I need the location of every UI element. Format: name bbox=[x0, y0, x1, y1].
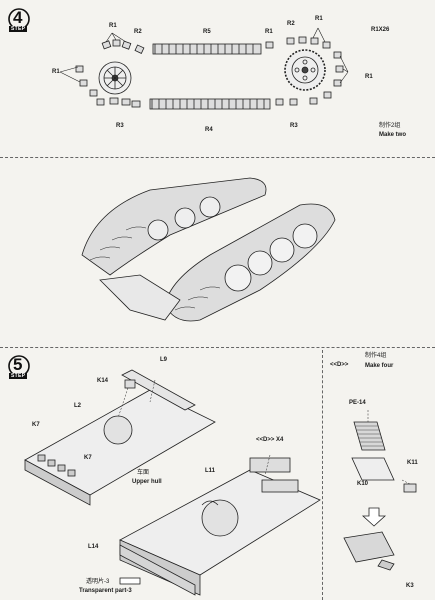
label-pe14: PE-14 bbox=[349, 400, 366, 406]
step-4-word: STEP bbox=[9, 26, 28, 32]
part-l9 bbox=[121, 369, 196, 411]
subassembly-d-diagram bbox=[343, 410, 417, 571]
label-r4: R4 bbox=[205, 127, 213, 133]
step-5-hull-diagram bbox=[24, 369, 321, 596]
part-l11 bbox=[201, 500, 219, 506]
label-r2-right: R2 bbox=[287, 21, 295, 27]
track-row-r5 bbox=[152, 43, 262, 55]
label-k11: K11 bbox=[407, 460, 418, 466]
step-5-badge: 5 STEP bbox=[6, 355, 33, 382]
right-track-links bbox=[265, 36, 344, 106]
make-two-cn: 制作2组 bbox=[379, 123, 401, 129]
label-k10: K10 bbox=[357, 481, 369, 487]
label-l9: L9 bbox=[160, 357, 168, 363]
upper-hull-cn: 车面 bbox=[137, 470, 150, 476]
right-sprocket-wheel bbox=[284, 49, 326, 91]
k10-frame-part bbox=[351, 457, 395, 481]
step-4-track-diagram bbox=[59, 27, 349, 110]
label-r1-left-side: R1 bbox=[52, 69, 60, 75]
part-k14 bbox=[124, 379, 136, 389]
label-r3-left: R3 bbox=[116, 123, 124, 129]
label-k3: K3 bbox=[406, 583, 414, 589]
far-track-assembly bbox=[81, 177, 267, 276]
transparent-part bbox=[119, 577, 141, 585]
label-r1-right-side: R1 bbox=[365, 74, 373, 80]
down-arrow bbox=[361, 507, 387, 527]
label-l14: L14 bbox=[88, 544, 99, 550]
part-l14 bbox=[119, 544, 196, 596]
pe14-etched-part bbox=[353, 421, 386, 451]
label-r3-right: R3 bbox=[290, 123, 298, 129]
label-r1-left-top: R1 bbox=[109, 23, 117, 29]
label-l2: L2 bbox=[74, 403, 82, 409]
step-4-number: 4 bbox=[13, 8, 23, 27]
assembled-d-part bbox=[343, 531, 395, 571]
divider-vertical bbox=[322, 350, 323, 600]
left-idler-wheel bbox=[98, 61, 132, 95]
step-5-word: STEP bbox=[9, 373, 28, 379]
subassembly-d-title: <<D>> bbox=[330, 362, 349, 368]
transparent-part-en: Transparent part-3 bbox=[79, 588, 132, 594]
label-r2-left: R2 bbox=[134, 29, 142, 35]
make-four-cn: 制作4组 bbox=[365, 353, 387, 359]
step-4-badge: 4 STEP bbox=[6, 8, 33, 35]
upper-hull-plate bbox=[24, 389, 216, 506]
label-l11: L11 bbox=[205, 468, 216, 474]
step-5-number: 5 bbox=[13, 355, 23, 374]
make-two-en: Make two bbox=[379, 132, 407, 138]
divider-step5-top bbox=[0, 347, 435, 348]
transparent-part-cn: 透明片-3 bbox=[86, 579, 110, 585]
label-k7-right: K7 bbox=[84, 455, 92, 461]
part-k7-group bbox=[37, 454, 76, 477]
label-r1-right-top: R1 bbox=[315, 16, 323, 22]
near-track-assembly bbox=[164, 203, 336, 322]
make-four-en: Make four bbox=[365, 363, 394, 369]
hull-lower bbox=[99, 274, 181, 321]
label-r5: R5 bbox=[203, 29, 211, 35]
k11-part bbox=[403, 483, 417, 493]
divider-step4-top bbox=[0, 157, 435, 158]
upper-hull-en: Upper hull bbox=[132, 479, 162, 485]
label-k14: K14 bbox=[97, 378, 109, 384]
label-k7-left: K7 bbox=[32, 422, 40, 428]
assembled-tracks-diagram bbox=[81, 177, 336, 322]
left-track-links bbox=[75, 39, 145, 108]
track-row-r4 bbox=[149, 98, 271, 110]
label-x4-note: <<D>> X4 bbox=[256, 437, 284, 443]
label-r1-mid: R1 bbox=[265, 29, 273, 35]
label-r1x26: R1X26 bbox=[371, 27, 390, 33]
